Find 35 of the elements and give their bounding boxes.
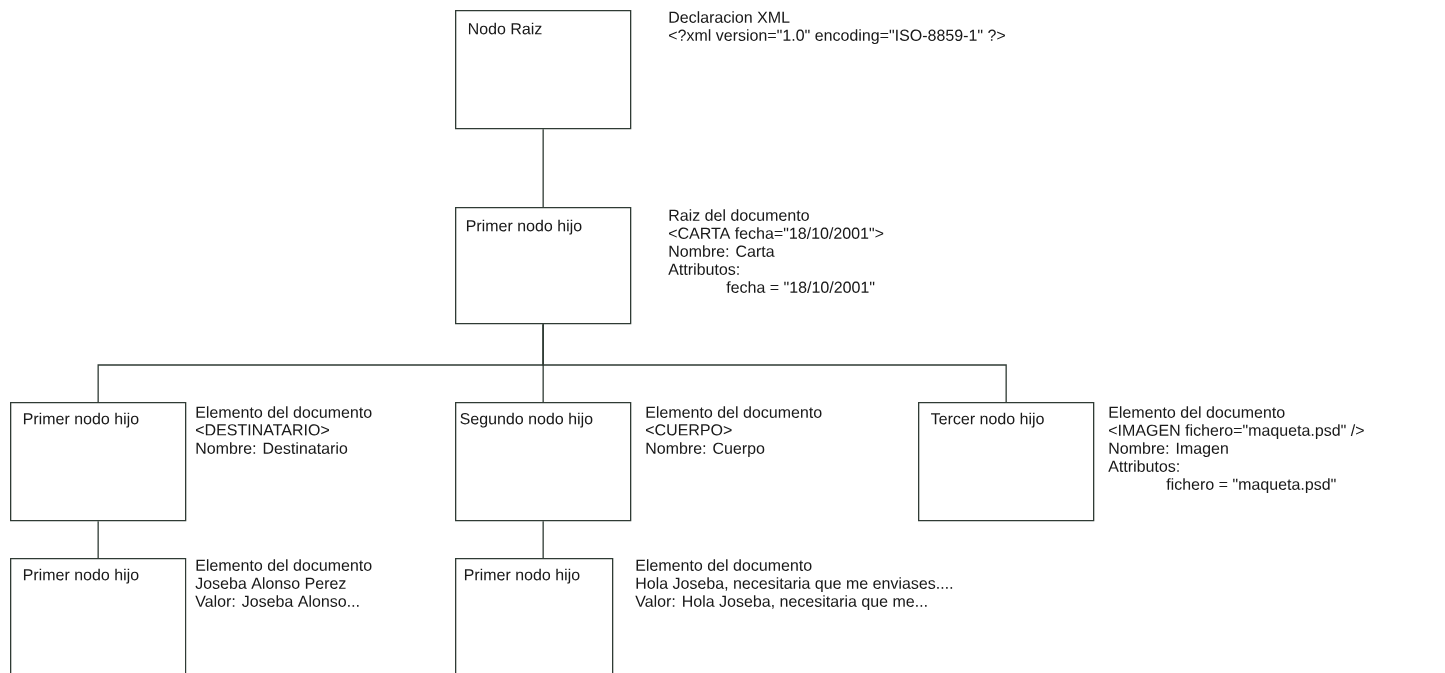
connector-line bbox=[542, 323, 1007, 403]
annotation-text: fichero = "maqueta.psd" bbox=[1166, 478, 1336, 494]
tree-node-box: Tercer nodo hijo bbox=[918, 402, 1095, 522]
tree-node-box: Nodo Raiz bbox=[455, 10, 632, 130]
annotation-text: Nombre: Destinatario bbox=[196, 442, 348, 454]
annotation-text: Elemento del documento bbox=[636, 559, 812, 571]
annotation-text: Elemento del documento bbox=[196, 406, 372, 418]
tree-node-box: Segundo nodo hijo bbox=[455, 402, 632, 522]
annotation-text: Attributos: bbox=[668, 263, 739, 275]
connector-line bbox=[542, 520, 544, 559]
annotation-text: <IMAGEN fichero="maqueta.psd" /> bbox=[1109, 424, 1364, 440]
annotation-text: Valor: Joseba Alonso... bbox=[195, 595, 359, 607]
annotation-text: Declaracion XML bbox=[669, 11, 790, 23]
annotation-text: fecha = "18/10/2001" bbox=[726, 281, 875, 293]
annotation-text: Elemento del documento bbox=[1109, 406, 1285, 418]
annotation-text: Nombre: Carta bbox=[669, 245, 775, 257]
annotation-text: Elemento del documento bbox=[196, 559, 372, 571]
annotation-text: <CARTA fecha="18/10/2001"> bbox=[669, 227, 884, 239]
annotation-text: Attributos: bbox=[1108, 460, 1179, 472]
connector-line bbox=[542, 128, 544, 208]
tree-node-box: Primer nodo hijo bbox=[10, 558, 187, 673]
annotation-text: Elemento del documento bbox=[646, 406, 822, 418]
annotation-text: Raiz del documento bbox=[669, 209, 809, 221]
annotation-text: Valor: Hola Joseba, necesitaria que me... bbox=[635, 595, 927, 611]
annotation-text: Nombre: Imagen bbox=[1109, 442, 1228, 458]
annotation-text: <DESTINATARIO> bbox=[196, 424, 329, 436]
tree-node-box: Primer nodo hijo bbox=[10, 402, 187, 522]
tree-node-box: Primer nodo hijo bbox=[455, 207, 632, 325]
annotation-text: <CUERPO> bbox=[646, 424, 732, 436]
connector-line bbox=[97, 520, 99, 559]
annotation-text: Joseba Alonso Perez bbox=[195, 577, 346, 589]
annotation-text: Nombre: Cuerpo bbox=[646, 442, 765, 458]
tree-node-box: Primer nodo hijo bbox=[455, 558, 614, 673]
annotation-text: <?xml version="1.0" encoding="ISO-8859-1" ?> bbox=[669, 29, 1005, 45]
annotation-text: Hola Joseba, necesitaria que me enviases.... bbox=[636, 577, 953, 593]
